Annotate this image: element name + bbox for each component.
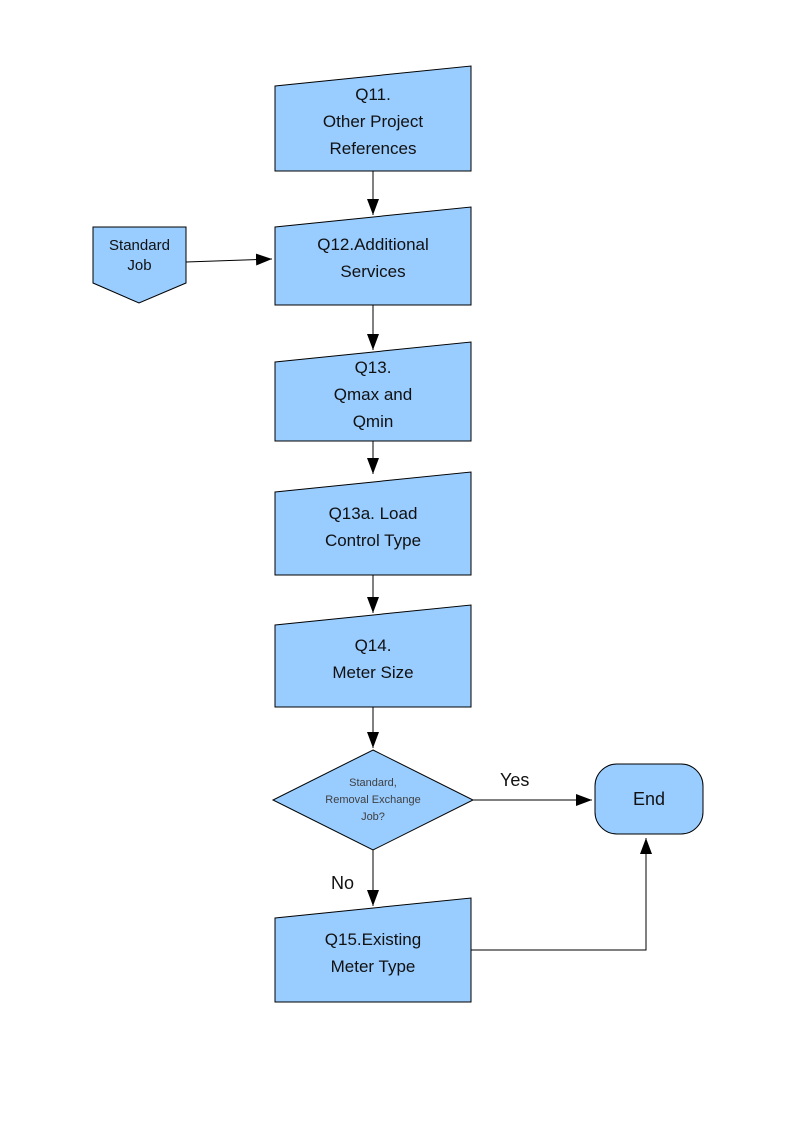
node-standard-job <box>92 226 187 304</box>
node-q13a <box>274 471 472 576</box>
edge-standardjob-q12 <box>185 253 273 266</box>
node-q15 <box>274 897 472 1003</box>
node-end <box>594 763 704 835</box>
node-q13 <box>274 341 472 442</box>
node-decision <box>271 749 475 851</box>
node-q12 <box>274 206 472 306</box>
node-q11 <box>274 65 472 172</box>
node-q14 <box>274 604 472 708</box>
edge-q15-end <box>471 838 652 951</box>
